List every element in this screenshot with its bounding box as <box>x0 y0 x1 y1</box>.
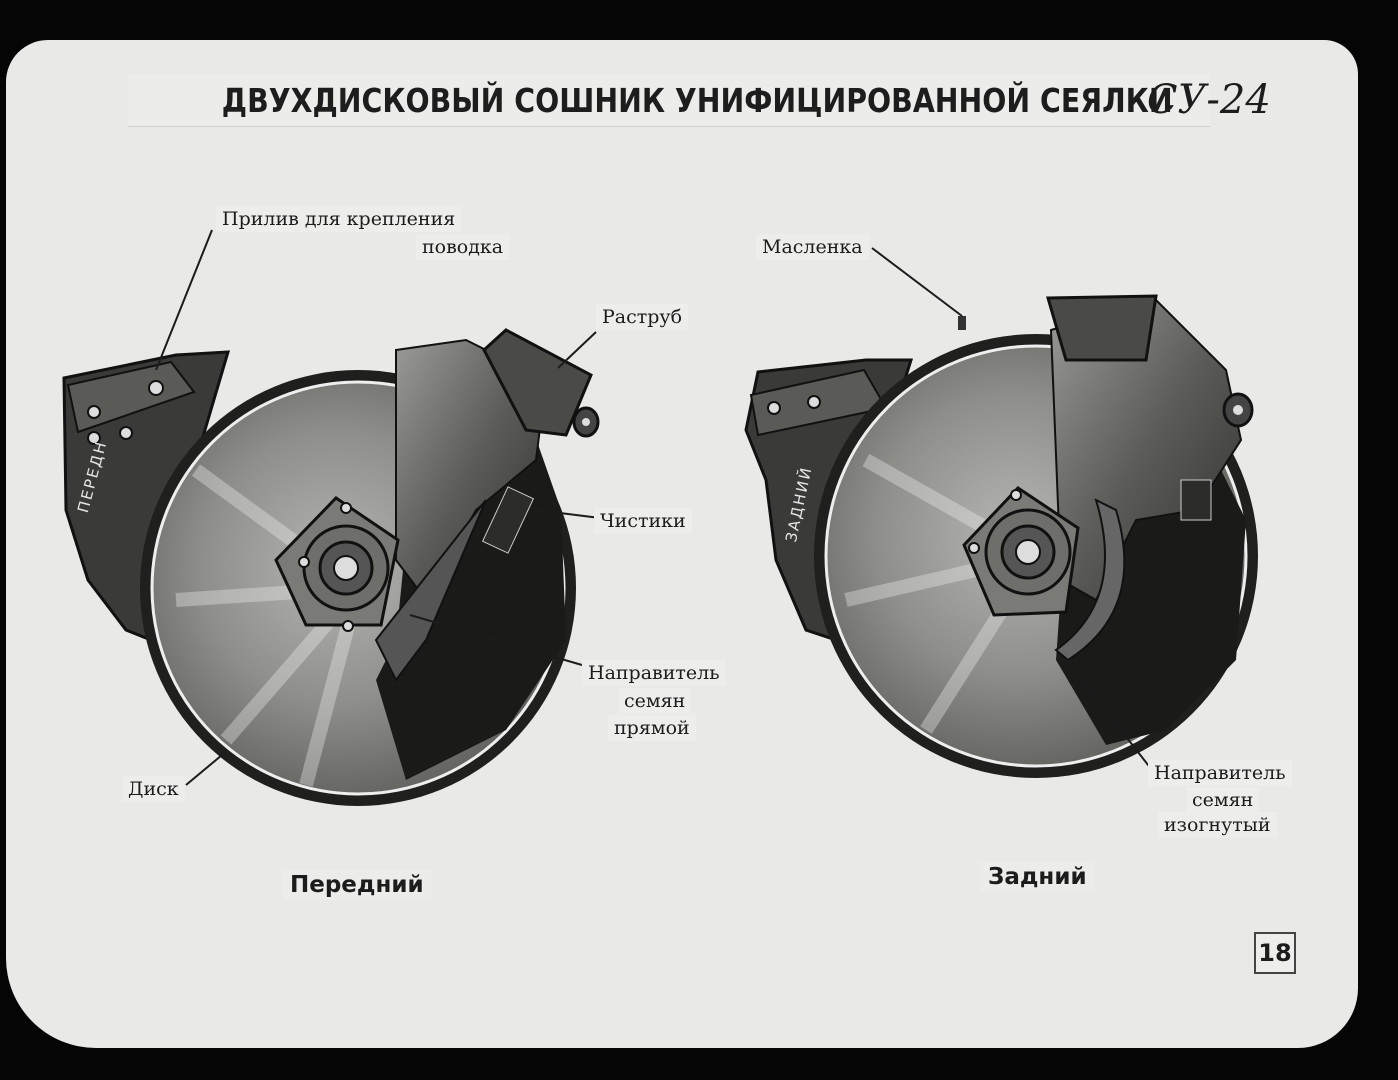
front-opener <box>62 328 600 806</box>
rear-opener <box>744 294 1258 778</box>
slide: ПЕРЕДН ЗАДНИЙ ДВУХДИСКОВЫЙ СОШНИК УНИФИЦ… <box>6 40 1358 1048</box>
caption-rear: Задний <box>980 862 1095 892</box>
title-model: СУ-24 <box>1146 77 1271 123</box>
label-napr-pryamoy-3: прямой <box>608 715 696 741</box>
illustration <box>62 229 1258 806</box>
page-number: 18 <box>1254 932 1296 974</box>
label-priliv-1: Прилив для крепления <box>216 206 462 232</box>
title-main: ДВУХДИСКОВЫЙ СОШНИК УНИФИЦИРОВАННОЙ СЕЯЛ… <box>222 80 1173 120</box>
leader-lines <box>155 229 1153 786</box>
label-napr-izog-2: семян <box>1186 787 1260 813</box>
label-napr-pryamoy-1: Направитель <box>582 660 726 686</box>
label-napr-izog-1: Направитель <box>1148 760 1292 786</box>
slide-title: ДВУХДИСКОВЫЙ СОШНИК УНИФИЦИРОВАННОЙ СЕЯЛ… <box>128 74 1271 127</box>
caption-front: Передний <box>282 870 432 900</box>
label-priliv-2: поводка <box>416 234 510 260</box>
label-disk: Диск <box>122 776 185 802</box>
label-rastrub: Раструб <box>596 304 689 330</box>
label-maslenka: Масленка <box>756 234 869 260</box>
label-napr-pryamoy-2: семян <box>618 688 692 714</box>
label-napr-izog-3: изогнутый <box>1158 812 1277 838</box>
label-chistiki: Чистики <box>594 508 692 534</box>
